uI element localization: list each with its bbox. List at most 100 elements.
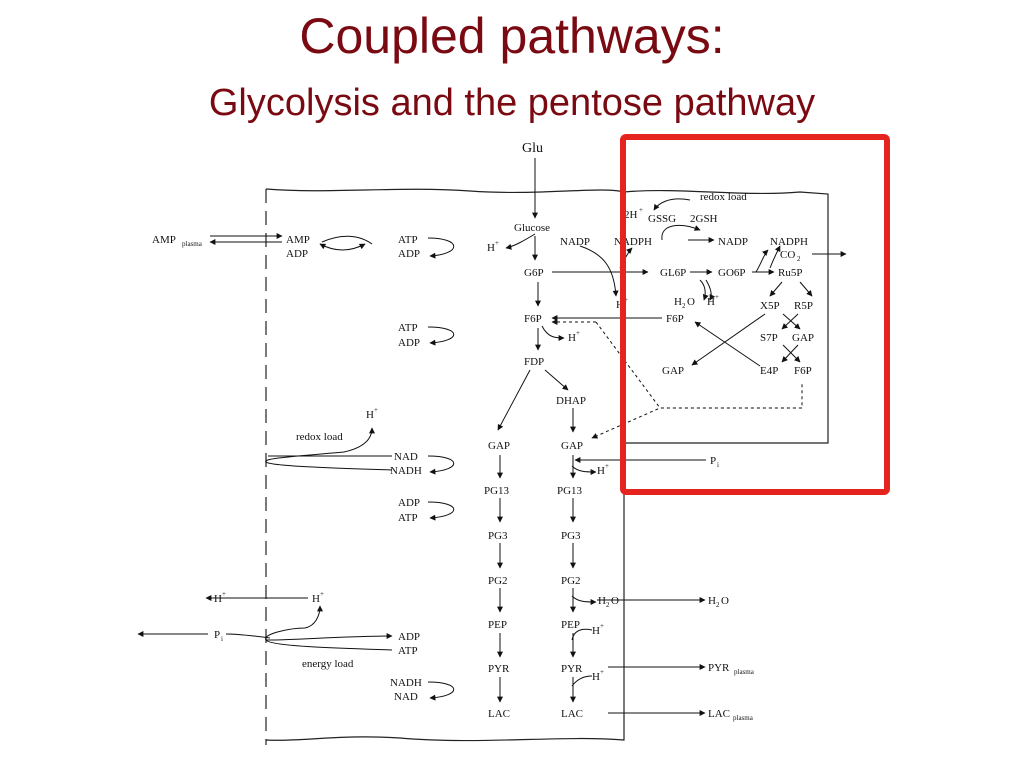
label-atp-3: ATP <box>398 512 418 524</box>
label-h-9-sup: + <box>715 293 719 301</box>
label-energy-load: energy load <box>302 658 354 670</box>
label-h2o-3-2: 2 <box>682 302 686 310</box>
label-h2o-1-o: O <box>611 595 619 607</box>
label-amp-plasma: AMP <box>152 234 176 246</box>
label-fdp: FDP <box>524 356 544 368</box>
label-dhap: DHAP <box>556 395 586 407</box>
label-ru5p: Ru5P <box>778 267 802 279</box>
label-pg3-2: PG3 <box>561 530 581 542</box>
label-nadph-2: NADPH <box>770 236 808 248</box>
label-h-2: H <box>568 332 576 344</box>
label-pyr-1: PYR <box>488 663 510 675</box>
label-h-4: H <box>597 465 605 477</box>
label-gssg: GSSG <box>648 213 676 225</box>
label-lac-1: LAC <box>488 708 510 720</box>
label-2gsh: 2GSH <box>690 213 718 225</box>
label-h-7-sup: + <box>600 622 604 630</box>
label-nadp-2: NADP <box>718 236 748 248</box>
label-pyr-plasma: PYR <box>708 662 730 674</box>
label-2h-sup: + <box>639 206 643 214</box>
label-h2o-2-h: H <box>708 595 716 607</box>
label-h-1: H <box>487 242 495 254</box>
label-go6p: GO6P <box>718 267 746 279</box>
label-gap-1: GAP <box>488 440 510 452</box>
label-x5p: X5P <box>760 300 780 312</box>
label-lac-2: LAC <box>561 708 583 720</box>
label-e4p: E4P <box>760 365 778 377</box>
metabolite-labels: Glu Glucose AMP plasma AMP ADP ATP ADP H… <box>152 141 814 722</box>
label-glucose: Glucose <box>514 222 550 234</box>
label-redox-load-1: redox load <box>296 431 343 443</box>
label-h2o-1-2: 2 <box>606 601 610 609</box>
label-h2o-1-h: H <box>598 595 606 607</box>
label-2h: 2H <box>624 209 638 221</box>
label-nadh-2: NADH <box>390 677 422 689</box>
label-gl6p: GL6P <box>660 267 686 279</box>
label-adp-3: ADP <box>398 337 420 349</box>
label-pi-1-sub: i <box>717 461 719 469</box>
label-co2: CO <box>780 249 795 261</box>
label-pg2-1: PG2 <box>488 575 508 587</box>
slide-subtitle: Glycolysis and the pentose pathway <box>208 82 816 124</box>
label-co2-sub: 2 <box>797 255 801 263</box>
label-pep-1: PEP <box>488 619 507 631</box>
label-gap-3: GAP <box>792 332 814 344</box>
label-amp: AMP <box>286 234 310 246</box>
label-s7p: S7P <box>760 332 778 344</box>
label-h-9: H <box>707 296 715 308</box>
label-glu: Glu <box>522 141 543 156</box>
label-pi-2-sub: i <box>221 635 223 643</box>
label-plasma-sub: plasma <box>182 240 203 248</box>
label-atp-4: ATP <box>398 645 418 657</box>
label-lac-plasma-sub: plasma <box>733 714 754 722</box>
label-gap-2: GAP <box>561 440 583 452</box>
label-h-6: H <box>312 593 320 605</box>
label-adp-5: ADP <box>398 631 420 643</box>
label-h-8-sup: + <box>600 668 604 676</box>
label-h-1-sup: + <box>495 239 499 247</box>
label-g6p: G6P <box>524 267 544 279</box>
label-adp-1: ADP <box>286 248 308 260</box>
label-gap-4: GAP <box>662 365 684 377</box>
label-pyr-2: PYR <box>561 663 583 675</box>
label-pyr-plasma-sub: plasma <box>734 668 755 676</box>
label-adp-4: ADP <box>398 497 420 509</box>
highlight-box <box>620 134 890 495</box>
label-h-7: H <box>592 625 600 637</box>
label-r5p: R5P <box>794 300 813 312</box>
label-f6p-2: F6P <box>666 313 684 325</box>
label-f6p-1: F6P <box>524 313 542 325</box>
label-nadh-1: NADH <box>390 465 422 477</box>
reaction-arrows <box>137 158 847 716</box>
label-h-2-sup: + <box>576 329 580 337</box>
label-nad-2: NAD <box>394 691 418 703</box>
label-pg3-1: PG3 <box>488 530 508 542</box>
label-pep-2: PEP <box>561 619 580 631</box>
label-pg2-2: PG2 <box>561 575 581 587</box>
label-pi-2: P <box>214 629 220 641</box>
dotted-arrows <box>551 319 803 439</box>
label-redox-load-2: redox load <box>700 191 747 203</box>
label-h2o-3-h: H <box>674 296 682 308</box>
slide-title: Coupled pathways: <box>299 8 725 64</box>
label-pi-1: P <box>710 455 716 467</box>
label-h2o-3-o: O <box>687 296 695 308</box>
label-nadp-1: NADP <box>560 236 590 248</box>
label-f6p-3: F6P <box>794 365 812 377</box>
label-pg13-1: PG13 <box>484 485 510 497</box>
label-h2o-2-o: O <box>721 595 729 607</box>
label-h-4-sup: + <box>605 462 609 470</box>
label-h-3: H <box>366 409 374 421</box>
label-h-3-sup: + <box>374 406 378 414</box>
label-nadph-1: NADPH <box>614 236 652 248</box>
label-atp-1: ATP <box>398 234 418 246</box>
label-atp-2: ATP <box>398 322 418 334</box>
label-lac-plasma: LAC <box>708 708 730 720</box>
label-pg13-2: PG13 <box>557 485 583 497</box>
label-adp-2: ADP <box>398 248 420 260</box>
label-h2o-2-2: 2 <box>716 601 720 609</box>
label-nad-1: NAD <box>394 451 418 463</box>
label-h-5: H <box>214 593 222 605</box>
label-h-6-sup: + <box>320 590 324 598</box>
